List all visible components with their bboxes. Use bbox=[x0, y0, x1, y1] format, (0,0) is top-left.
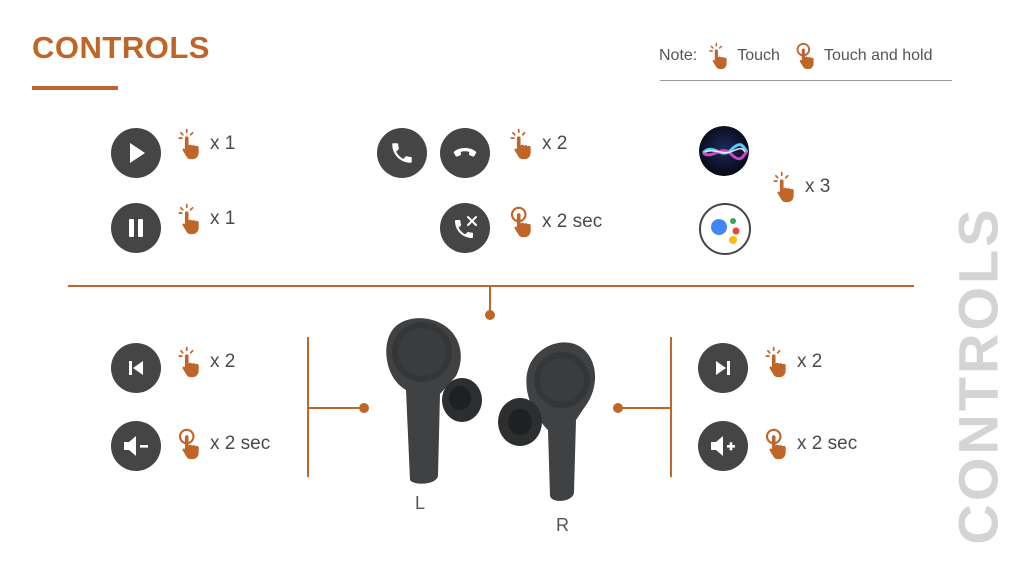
right-earbud bbox=[498, 342, 596, 501]
right-connector-line bbox=[617, 407, 672, 409]
volume-up-duration: x 2 sec bbox=[797, 433, 858, 454]
phone-answer-icon bbox=[377, 128, 427, 178]
next-track-icon bbox=[698, 343, 748, 393]
touch-hand-icon bbox=[178, 203, 204, 235]
siri-icon bbox=[699, 126, 749, 176]
touch-hold-hand-icon bbox=[796, 42, 818, 70]
previous-track-icon bbox=[111, 343, 161, 393]
call-reject-duration: x 2 sec bbox=[542, 211, 603, 232]
next-gesture: x 2 bbox=[765, 346, 822, 378]
play-count: x 1 bbox=[210, 133, 236, 154]
volume-down-icon bbox=[111, 421, 161, 471]
touch-hold-hand-icon bbox=[510, 206, 536, 238]
page-title: CONTROLS bbox=[32, 30, 210, 65]
legend-touch: Touch bbox=[709, 42, 780, 70]
call-reject-icon bbox=[440, 203, 490, 253]
left-connector-dot bbox=[359, 403, 369, 413]
touch-hand-icon bbox=[709, 42, 731, 70]
right-earbud-label: R bbox=[556, 515, 569, 535]
volume-up-icon bbox=[698, 421, 748, 471]
note-label: Note: bbox=[659, 47, 698, 64]
volume-up-gesture: x 2 sec bbox=[765, 428, 857, 460]
touch-hand-icon bbox=[178, 346, 204, 378]
touch-hold-hand-icon bbox=[178, 428, 204, 460]
legend-touch-hold-label: Touch and hold bbox=[823, 47, 933, 64]
right-connector-dot bbox=[613, 403, 623, 413]
connector-center-line bbox=[489, 286, 491, 314]
pause-icon bbox=[111, 203, 161, 253]
pause-count: x 1 bbox=[210, 208, 236, 229]
side-title-text: CONTROLS bbox=[946, 205, 1010, 545]
left-earbud bbox=[386, 318, 482, 484]
call-count: x 2 bbox=[542, 133, 568, 154]
volume-down-gesture: x 2 sec bbox=[178, 428, 270, 460]
play-icon bbox=[111, 128, 161, 178]
previous-count: x 2 bbox=[210, 351, 236, 372]
legend-touch-label: Touch bbox=[737, 47, 780, 64]
title-underline bbox=[32, 86, 118, 90]
touch-hand-icon bbox=[765, 346, 791, 378]
next-count: x 2 bbox=[797, 351, 823, 372]
play-gesture: x 1 bbox=[178, 128, 235, 160]
phone-hangup-icon bbox=[440, 128, 490, 178]
touch-hand-icon bbox=[773, 171, 799, 203]
volume-down-duration: x 2 sec bbox=[210, 433, 271, 454]
left-connector-line bbox=[307, 407, 363, 409]
section-divider bbox=[68, 285, 914, 287]
call-gesture: x 2 bbox=[510, 128, 567, 160]
earbuds-illustration bbox=[386, 318, 596, 501]
touch-hand-icon bbox=[510, 128, 536, 160]
google-assistant-icon bbox=[699, 203, 751, 255]
legend-note: Note: Touch Touch and hold bbox=[659, 42, 932, 70]
voice-assistant-gesture: x 3 bbox=[773, 171, 830, 203]
note-divider bbox=[660, 80, 952, 81]
touch-hand-icon bbox=[178, 128, 204, 160]
voice-assistant-count: x 3 bbox=[805, 176, 831, 197]
side-title: CONTROLS bbox=[947, 206, 1010, 544]
connector-center-dot bbox=[485, 310, 495, 320]
legend-touch-hold: Touch and hold bbox=[796, 42, 933, 70]
pause-gesture: x 1 bbox=[178, 203, 235, 235]
previous-gesture: x 2 bbox=[178, 346, 235, 378]
left-earbud-label: L bbox=[415, 493, 426, 513]
touch-hold-hand-icon bbox=[765, 428, 791, 460]
call-reject-gesture: x 2 sec bbox=[510, 206, 602, 238]
